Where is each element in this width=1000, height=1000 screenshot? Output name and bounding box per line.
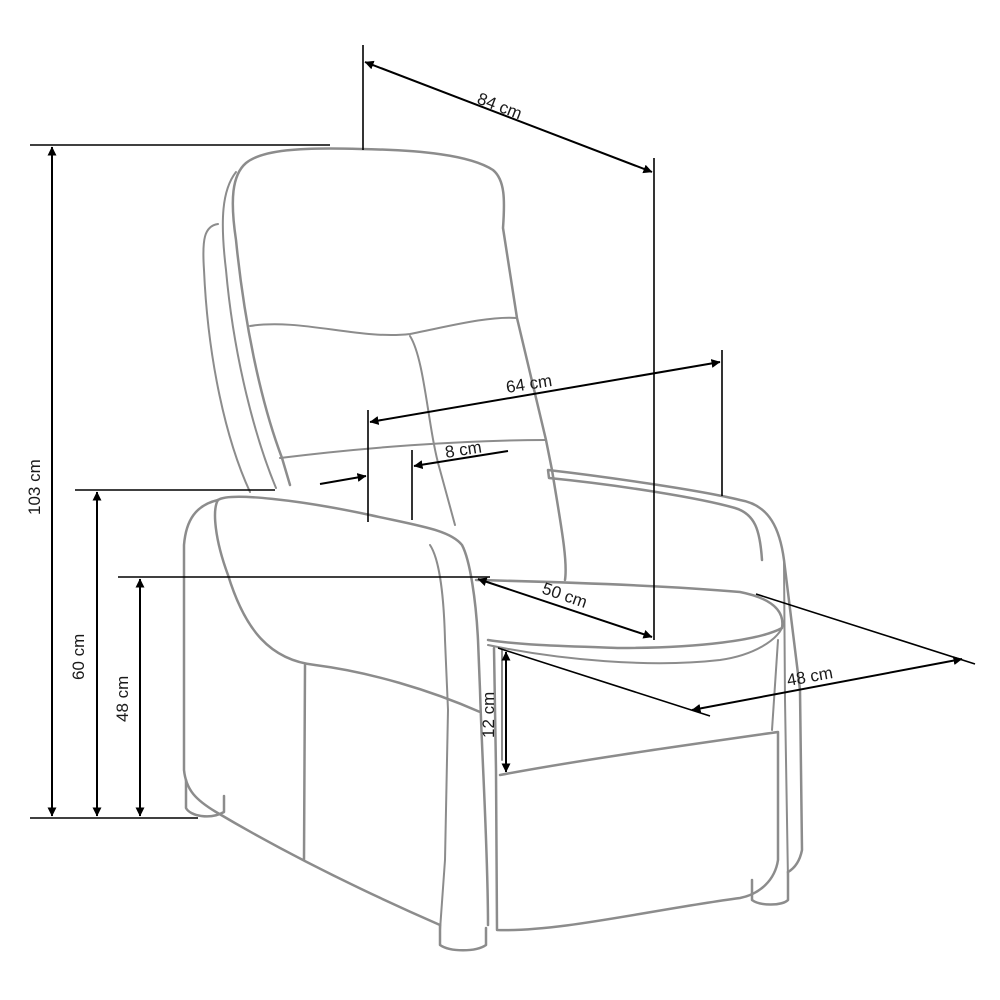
width-64-line [369,359,721,425]
right-armrest [546,468,804,874]
armrest-8-left-arrow [319,473,367,485]
footrest-panel [492,646,780,932]
right-rear-leg [750,870,790,906]
left-arm-front [182,498,442,927]
footrest-48-ext-left [497,647,711,717]
width-84-line [364,60,653,174]
seat-cushion [474,578,784,650]
left-armrest [213,495,490,927]
seat-depth-50-line [477,577,653,639]
recliner-chair-outline [182,147,804,952]
backrest-outer [202,171,277,493]
armrest-8-right-arrow [413,450,509,470]
front-leg [438,923,488,952]
label-103: 103 cm [25,459,44,515]
label-12: 12 cm [479,692,498,738]
label-48-footrest: 48 cm [785,663,834,690]
label-48-seat: 48 cm [113,676,132,722]
headrest-cushion [249,316,518,526]
left-front-leg [184,778,226,818]
left-arm-panel [429,544,450,931]
right-arm-side [783,559,789,881]
label-60: 60 cm [69,634,88,680]
label-84: 84 cm [475,89,525,123]
label-8: 8 cm [444,437,483,462]
seat-front-panel [501,639,779,761]
dimension-lines [30,45,976,819]
backrest [231,147,567,582]
label-64: 64 cm [505,371,554,397]
footrest-48-line [691,656,963,713]
footrest-48-ext-right [755,593,976,665]
seat-front-edge [487,627,783,665]
back-cushion-seam [279,439,547,459]
